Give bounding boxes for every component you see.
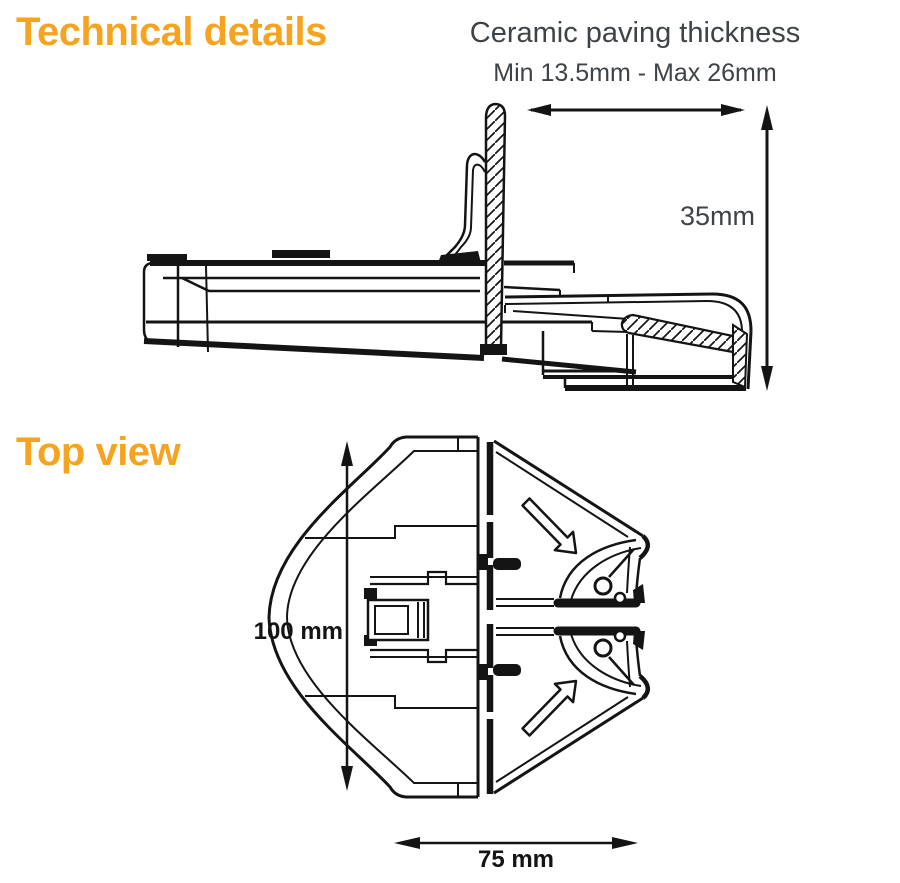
ceramic-thickness-range: Min 13.5mm - Max 26mm [493,59,777,87]
top-height-dimension-arrow [341,441,353,791]
hatched-corner-strip [732,323,749,389]
top-view-height-label: 100 mm [253,618,343,645]
side-view-drawing [142,102,773,391]
top-view-width-label: 75 mm [477,846,555,873]
pin-bottom [493,664,521,676]
pin-top [493,558,521,570]
ceramic-thickness-title: Ceramic paving thickness [469,17,801,49]
support-strut [438,152,487,263]
wing [493,439,650,608]
thickness-dimension-arrow [527,104,745,116]
central-slot [366,598,430,642]
top-width-dimension-arrow [394,837,638,849]
clip-top-profile [267,435,650,799]
top-view-heading: Top view [16,430,181,474]
clip-side-profile [142,102,753,391]
technical-details-heading: Technical details [16,10,327,54]
direction-arrow [521,497,578,555]
hatched-wedge [620,313,735,354]
top-view-drawing [267,435,650,849]
spacer-blade [480,102,507,355]
side-height-dimension-arrow [761,105,773,391]
side-view-height-label: 35mm [679,201,755,231]
